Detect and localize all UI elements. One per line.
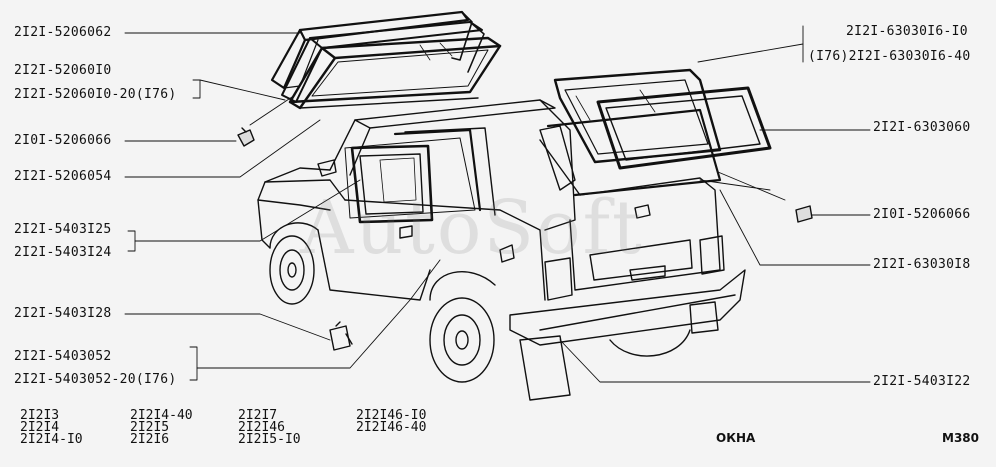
part-label-side-glass-seal: 2I2I-5403I24	[14, 245, 112, 260]
model-list-2: 2I2I4-40 2I2I5 2I2I6	[130, 408, 193, 447]
part-label-windshield-glass: 2I2I-5206062	[14, 25, 112, 40]
windshield-assembly	[270, 10, 502, 110]
page-code: M380	[942, 431, 979, 445]
model-list-1: 2I2I3 2I2I4 2I2I4-I0	[20, 408, 83, 447]
leader-lines	[124, 25, 871, 383]
part-label-rear-seal: 2I2I-6303060	[873, 120, 971, 135]
part-label-side-window: 2I2I-5403052	[14, 349, 112, 364]
model-list-4: 2I2I46-I0 2I2I46-40	[356, 408, 427, 435]
part-label-rear-glass-alt: (I76)2I2I-63030I6-40	[808, 49, 971, 64]
model-list-3: 2I2I7 2I2I46 2I2I5-I0	[238, 408, 301, 447]
part-label-windshield-seal: 2I2I-52060I0	[14, 63, 112, 78]
clip-right	[795, 205, 813, 223]
rear-window-assembly	[539, 68, 772, 197]
part-label-windshield-molding: 2I2I-5206054	[14, 169, 112, 184]
part-label-windshield-seal-alt: 2I2I-52060I0-20(I76)	[14, 87, 177, 102]
part-label-clip-rear: 2I0I-5206066	[873, 207, 971, 222]
part-label-rear-glass: 2I2I-63030I6-I0	[846, 24, 968, 39]
part-label-side-clip: 2I2I-5403I28	[14, 306, 112, 321]
part-label-clip-front: 2I0I-5206066	[14, 133, 112, 148]
part-label-side-glass: 2I2I-5403I25	[14, 222, 112, 237]
part-label-rear-door-seal: 2I2I-5403I22	[873, 374, 971, 389]
clip-bottom	[329, 325, 351, 351]
part-label-rear-molding: 2I2I-63030I8	[873, 257, 971, 272]
watermark: AutoSoft	[300, 185, 644, 271]
section-title: ОКНА	[716, 431, 756, 445]
part-label-side-window-alt: 2I2I-5403052-20(I76)	[14, 372, 177, 387]
